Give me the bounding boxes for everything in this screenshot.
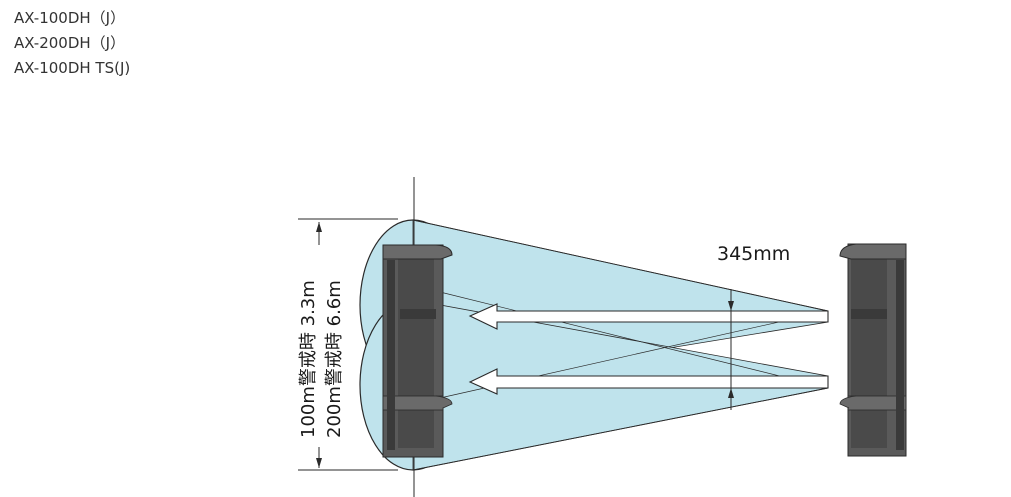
model-list: AX-100DH（J） AX-200DH（J） AX-100DH TS(J) xyxy=(14,6,130,81)
receiver-device xyxy=(839,243,907,457)
range-dimension: 100m警戒時 3.3m 200m警戒時 6.6m xyxy=(298,218,398,471)
transmitter-device xyxy=(382,244,453,458)
range-label-200m: 200m警戒時 6.6m xyxy=(324,280,345,438)
range-label-100m: 100m警戒時 3.3m xyxy=(298,280,319,438)
spacing-label: 345mm xyxy=(717,243,790,265)
model-name: AX-100DH TS(J) xyxy=(14,59,131,77)
model-name: AX-100DH（J） xyxy=(14,9,126,27)
beam-edge xyxy=(412,387,829,471)
beam-arrow-upper xyxy=(468,303,829,330)
beam-arrow-lower xyxy=(468,368,829,395)
beam-edge xyxy=(439,291,829,389)
beam-edge xyxy=(412,219,829,312)
model-name: AX-200DH（J） xyxy=(14,34,126,52)
spacing-dimension: 345mm xyxy=(717,243,790,410)
